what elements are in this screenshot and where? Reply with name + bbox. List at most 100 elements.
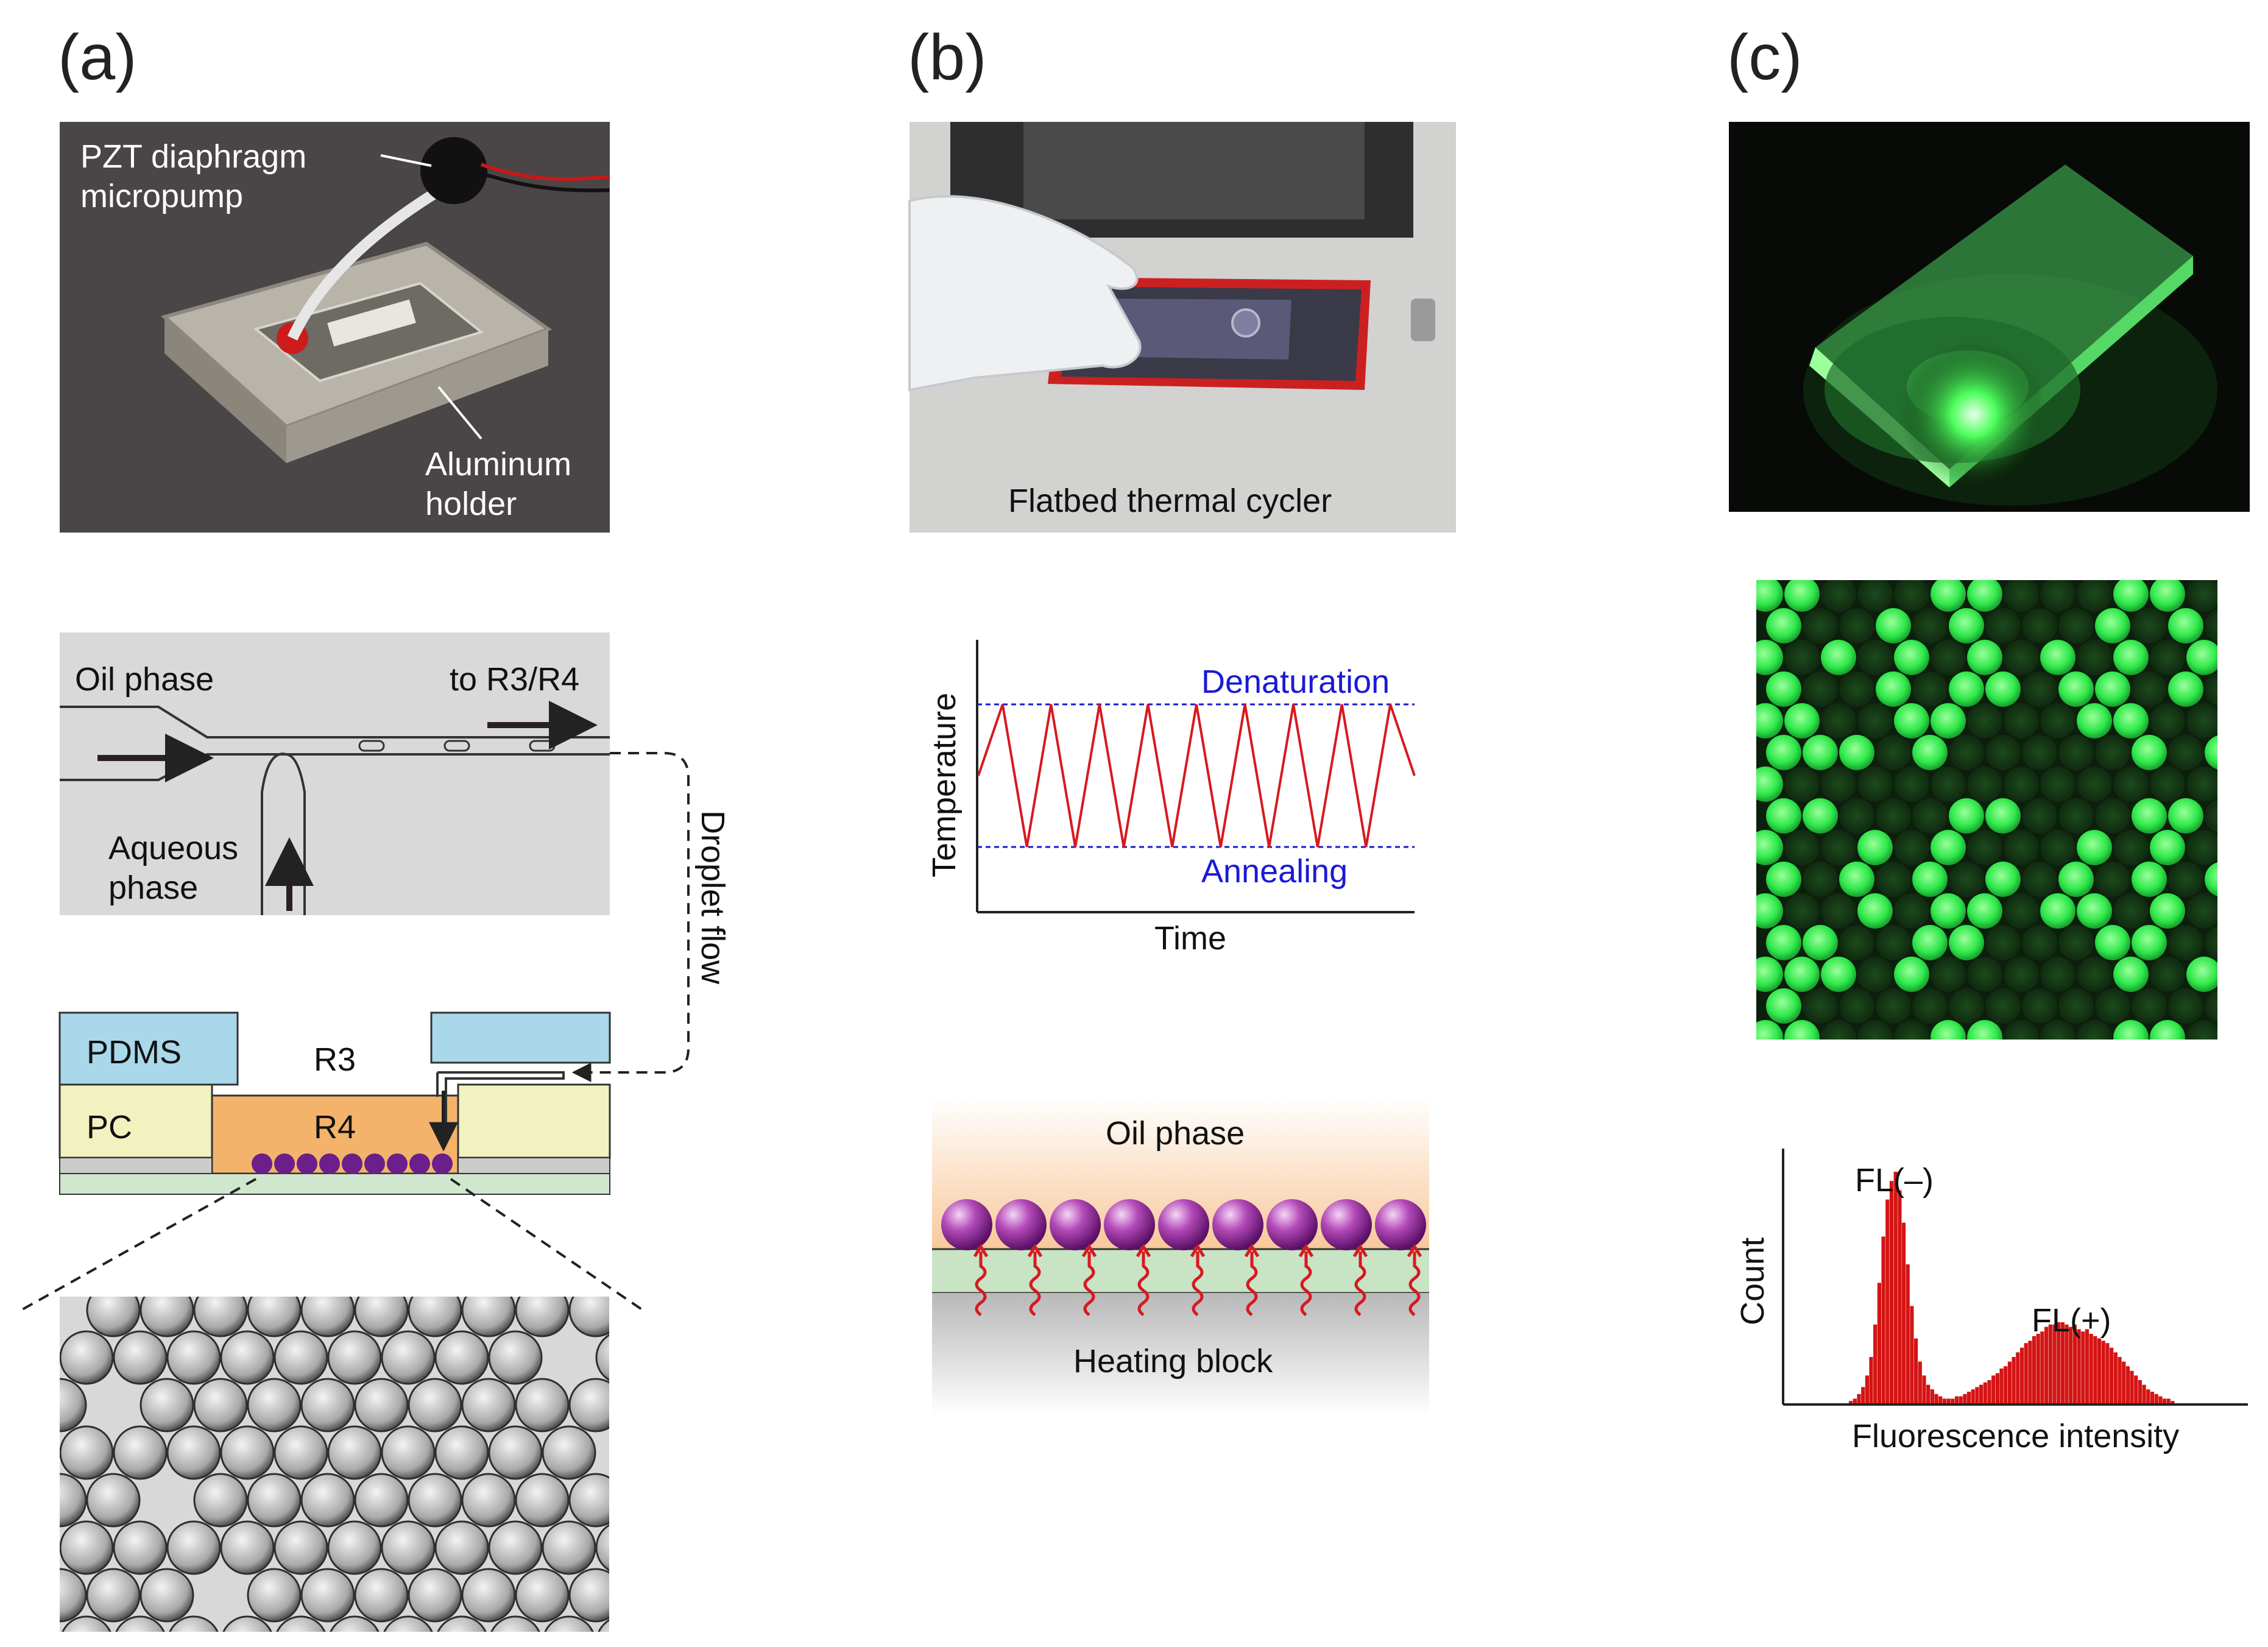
droplet-sphere [1321, 1199, 1372, 1250]
droplet-image [434, 1425, 489, 1480]
histogram-bar [2081, 1331, 2085, 1403]
negative-droplet [1784, 893, 1820, 929]
droplet-image [515, 1473, 570, 1528]
histogram-bar [1959, 1396, 1963, 1403]
positive-droplet [1949, 671, 1984, 707]
negative-droplet [1912, 671, 1948, 707]
negative-droplet [2058, 608, 2094, 643]
histogram-bar [1869, 1357, 1873, 1403]
histogram-bar [1861, 1387, 1865, 1403]
droplet-image [62, 1615, 111, 1632]
droplet-sphere [1375, 1199, 1426, 1250]
droplet-image [381, 1330, 436, 1385]
negative-droplet [1803, 862, 1838, 897]
droplet-image [166, 1520, 221, 1575]
heating-schematic: Oil phase Heating block [932, 1097, 1429, 1415]
negative-droplet [2150, 957, 2185, 992]
temperature-curve [977, 704, 1416, 848]
negative-droplet [2223, 893, 2258, 929]
droplet-sphere [941, 1199, 992, 1250]
negative-droplet [2113, 767, 2149, 802]
histogram-bar [2019, 1347, 2024, 1403]
heat-arrowhead [1352, 1244, 1368, 1258]
negative-droplet [2004, 1020, 2039, 1040]
positive-droplet [1931, 1020, 1966, 1040]
negative-droplet [1803, 608, 1838, 643]
droplet-image [276, 1615, 326, 1632]
negative-droplet [2150, 767, 2185, 802]
negative-droplet [1949, 862, 1984, 897]
negative-droplet [1821, 703, 1856, 738]
droplet-image [193, 1378, 248, 1433]
droplet-image [650, 1426, 702, 1479]
histogram-bar [1979, 1384, 1984, 1403]
negative-droplet [1839, 988, 1874, 1024]
negative-droplet [2150, 640, 2185, 675]
histogram-bar [2118, 1357, 2122, 1403]
droplet-image [86, 1568, 141, 1623]
negative-droplet [2004, 580, 2039, 612]
heat-wave [1083, 1252, 1095, 1317]
negative-droplet [1821, 767, 1856, 802]
positive-droplet [2205, 735, 2217, 770]
droplet-image [193, 1473, 248, 1528]
droplet-image [408, 1473, 462, 1528]
negative-droplet [1949, 735, 1984, 770]
oil-phase-label: Oil phase [75, 661, 214, 698]
heat-wave [1192, 1252, 1204, 1317]
positive-droplet [2132, 735, 2167, 770]
droplet-image [381, 1520, 436, 1575]
negative-droplet [2022, 671, 2057, 707]
positive-droplet [2186, 957, 2217, 992]
droplet-image [60, 1568, 87, 1623]
negative-droplet [2205, 926, 2217, 960]
positive-droplet [2132, 925, 2167, 960]
negative-droplet [2132, 671, 2167, 707]
pc-label: PC [87, 1109, 132, 1146]
positive-droplet [2150, 830, 2185, 865]
histogram-bar [2110, 1347, 2114, 1403]
positive-droplet [2150, 893, 2185, 929]
negative-droplet [1857, 957, 1893, 992]
denaturation-label: Denaturation [1201, 664, 1390, 700]
positive-droplet [1756, 767, 1783, 802]
negative-droplet [1803, 671, 1838, 707]
histogram-bar [2016, 1352, 2020, 1403]
heat-arrowhead [1081, 1244, 1097, 1258]
histogram-bar [2072, 1324, 2077, 1403]
histogram-bar [1966, 1392, 1971, 1403]
positive-droplet [2205, 862, 2217, 896]
positive-droplet [2223, 703, 2258, 738]
histogram-bar [1951, 1398, 1955, 1403]
droplet-sphere [1266, 1199, 1318, 1250]
thermal-profile-chart: Denaturation Annealing Temperature Time [926, 640, 1416, 957]
droplet-image [193, 1297, 248, 1337]
histogram-bar [1873, 1324, 1878, 1403]
positive-droplet [1766, 798, 1801, 834]
negative-droplet [2205, 609, 2217, 643]
histogram-bar [1991, 1375, 1996, 1403]
positive-droplet [2168, 798, 2203, 834]
positive-droplet [2241, 735, 2268, 770]
histogram-bar [2125, 1366, 2130, 1403]
negative-droplet [2241, 608, 2268, 643]
droplet-image [247, 1568, 302, 1623]
negative-droplet [2241, 988, 2268, 1024]
histogram-bar [1995, 1373, 1999, 1403]
fl-positive-label: FL(+) [2032, 1302, 2111, 1339]
negative-droplet [2022, 862, 2057, 897]
outlet-label: to R3/R4 [450, 661, 579, 698]
histogram-bar [2134, 1375, 2138, 1403]
droplet-image [327, 1520, 382, 1575]
positive-droplet [2132, 798, 2167, 834]
negative-droplet [1967, 957, 2002, 992]
negative-droplet [1839, 608, 1874, 643]
negative-droplet [1967, 703, 2002, 738]
histogram-bar [2101, 1341, 2105, 1403]
holder-label: Aluminum holder [425, 446, 581, 522]
droplet-micrograph [60, 1297, 702, 1632]
negative-droplet [2040, 1020, 2075, 1040]
positive-droplet [1912, 735, 1948, 770]
droplet-image [220, 1330, 275, 1385]
histogram-bar [2130, 1370, 2134, 1403]
